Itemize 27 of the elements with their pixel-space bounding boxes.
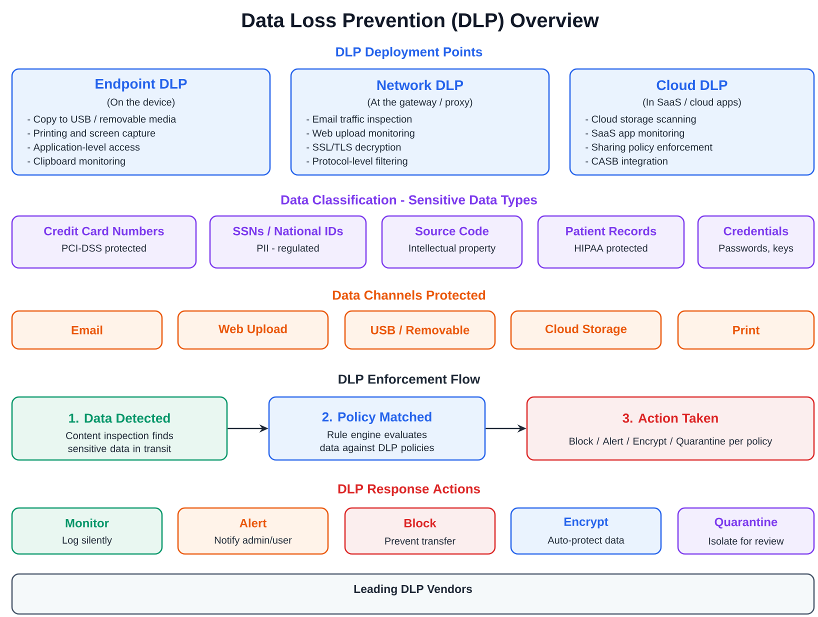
channel-box: Email <box>11 310 163 350</box>
category-box: Quarantine Isolate for review <box>677 507 815 555</box>
category-box: SSNs / National IDs PII - regulated <box>209 215 367 269</box>
category-box: Monitor Log silently <box>11 507 163 555</box>
category-box: Block Prevent transfer <box>344 507 496 555</box>
channel-box: USB / Removable <box>344 310 496 350</box>
section-heading: Data Classification - Sensitive Data Types <box>281 194 537 208</box>
section-heading: DLP Response Actions <box>338 484 480 496</box>
category-box: Patient Records HIPAA protected <box>537 215 685 269</box>
category-box: Source Code Intellectual property <box>381 215 523 269</box>
channel-box: Web Upload <box>177 310 329 350</box>
deployment-card: Network DLP (At the gateway / proxy) - Email traffic inspection - Web upload monitoring - SSL/TLS decryption - Protocol-level filtering <box>290 68 550 176</box>
deployment-card: Endpoint DLP (On the device) - Copy to USB / removable media - Printing and screen capture - Application-level access - Clipboard monitoring <box>11 68 271 176</box>
category-box: Encrypt Auto-protect data <box>510 507 662 555</box>
deployment-card: Cloud DLP (In SaaS / cloud apps) - Cloud storage scanning - SaaS app monitoring - Sharing policy enforcement - CASB integration <box>569 68 815 176</box>
channel-box: Print <box>677 310 815 350</box>
channel-box: Cloud Storage <box>510 310 662 350</box>
footer-panel: Leading DLP Vendors <box>11 573 815 615</box>
flow-step-box: 3. Action Taken Block / Alert / Encrypt / Quarantine per policy <box>526 396 815 461</box>
flow-step-box: 1. Data Detected Content inspection finds sensitive data in transit <box>11 396 228 461</box>
section-heading: Data Channels Protected <box>332 290 486 300</box>
title: Data Loss Prevention (DLP) Overview <box>242 12 599 32</box>
category-box: Credit Card Numbers PCI-DSS protected <box>11 215 197 269</box>
section-heading: DLP Enforcement Flow <box>338 374 480 384</box>
category-box: Credentials Passwords, keys <box>697 215 815 269</box>
category-box: Alert Notify admin/user <box>177 507 329 555</box>
flow-step-box: 2. Policy Matched Rule engine evaluates data against DLP policies <box>268 396 486 461</box>
